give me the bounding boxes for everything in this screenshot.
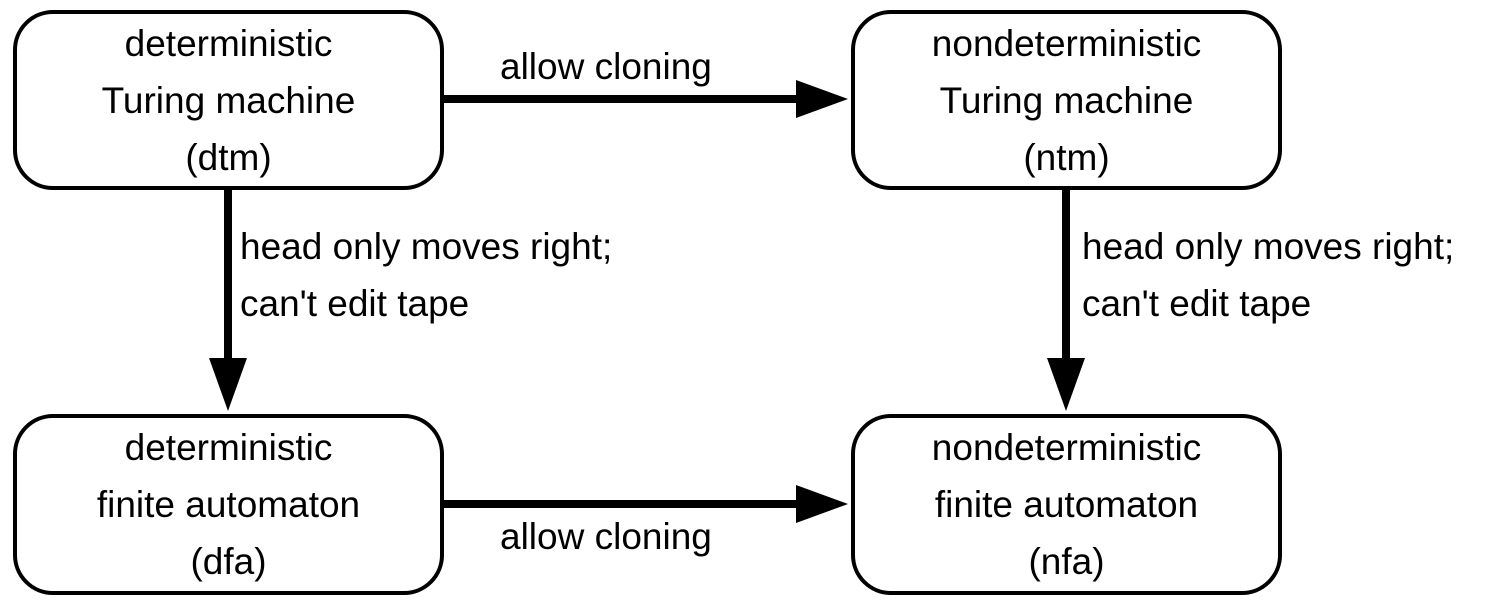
node-dtm: deterministic Turing machine (dtm) <box>13 10 444 190</box>
node-line: Turing machine <box>939 79 1194 121</box>
node-line: deterministic <box>124 22 333 64</box>
edge-dtm-to-dfa <box>209 190 247 411</box>
arrowhead-icon <box>209 358 247 411</box>
edge-label-line: head only moves right; <box>240 226 613 267</box>
node-line: finite automaton <box>934 484 1199 525</box>
node-line: (dfa) <box>190 541 267 582</box>
arrowhead-icon <box>1047 358 1085 411</box>
node-line: (nfa) <box>1028 541 1105 582</box>
node-line: finite automaton <box>96 484 361 525</box>
node-line: (dtm) <box>185 136 272 178</box>
edge-label-line: head only moves right; <box>1082 226 1455 267</box>
edge-label-dtm-to-dfa: head only moves right; can't edit tape <box>240 218 612 332</box>
node-line: Turing machine <box>101 79 356 121</box>
edge-label-line: can't edit tape <box>240 283 470 324</box>
edge-dtm-to-ntm <box>444 80 848 118</box>
node-line: deterministic <box>124 427 333 468</box>
edge-ntm-to-nfa <box>1047 190 1085 411</box>
node-line: nondeterministic <box>931 22 1202 64</box>
node-ntm: nondeterministic Turing machine (ntm) <box>851 10 1282 190</box>
node-line: (ntm) <box>1023 136 1110 178</box>
edge-label-ntm-to-nfa: head only moves right; can't edit tape <box>1082 218 1454 332</box>
arrowhead-icon <box>796 485 848 523</box>
node-line: nondeterministic <box>931 427 1202 468</box>
node-dfa: deterministic finite automaton (dfa) <box>13 414 444 595</box>
edge-label-line: can't edit tape <box>1082 283 1312 324</box>
edge-label-dtm-to-ntm: allow cloning <box>500 46 712 87</box>
arrowhead-icon <box>796 80 848 118</box>
edge-label-dfa-to-nfa: allow cloning <box>500 516 712 557</box>
edge-dfa-to-nfa <box>444 485 848 523</box>
node-nfa: nondeterministic finite automaton (nfa) <box>851 414 1282 595</box>
